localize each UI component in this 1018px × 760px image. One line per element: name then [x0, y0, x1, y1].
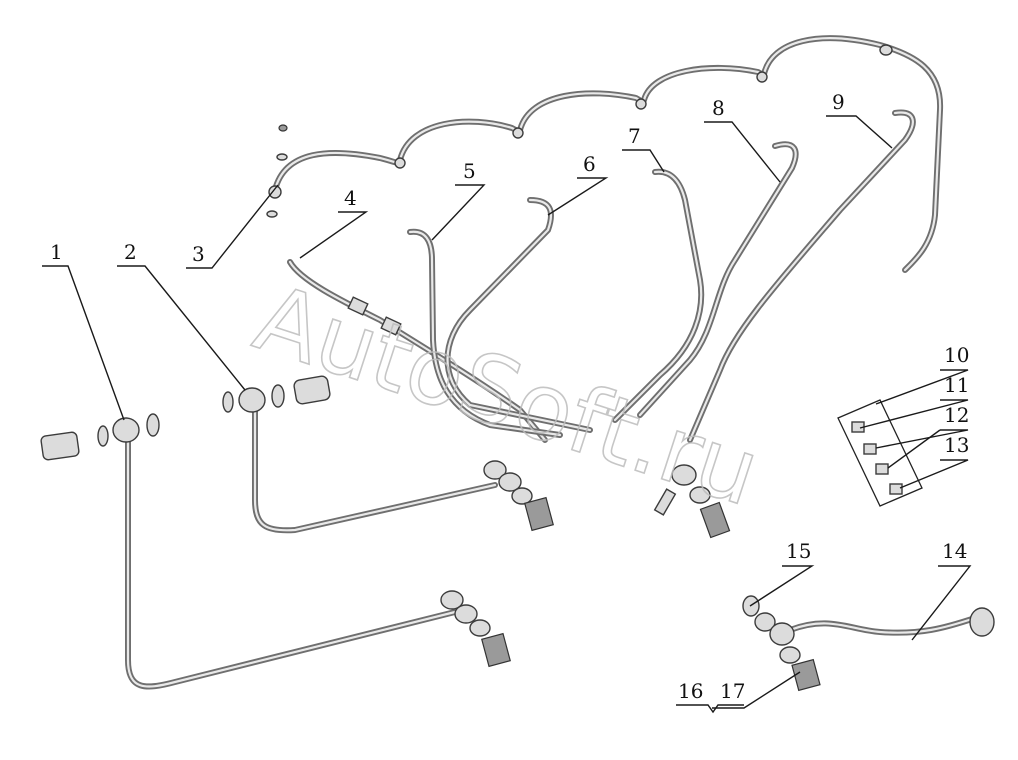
injector-tube-4	[287, 259, 548, 443]
callout-2: 2	[124, 240, 137, 264]
return-line-tube	[266, 35, 944, 273]
callout-7: 7	[628, 124, 641, 148]
callout-11: 11	[944, 373, 969, 397]
fuel-tube-1	[40, 413, 511, 690]
leader-lines	[42, 115, 972, 714]
callout-5: 5	[463, 159, 476, 183]
callout-17: 17	[720, 679, 745, 703]
fuel-tube-2	[222, 375, 554, 534]
callout-10: 10	[944, 343, 969, 367]
callout-3: 3	[192, 242, 205, 266]
injector-tube-9	[687, 109, 916, 443]
callout-9: 9	[832, 90, 845, 114]
callout-16: 16	[678, 679, 703, 703]
callout-14: 14	[942, 539, 967, 563]
injector-tube-7	[612, 168, 705, 423]
callout-6: 6	[583, 152, 596, 176]
injector-tube-5	[407, 228, 563, 438]
drain-tube-14	[742, 595, 995, 692]
callout-15: 15	[786, 539, 811, 563]
clamp-plate-10	[837, 399, 923, 507]
callout-4: 4	[344, 186, 357, 210]
callout-13: 13	[944, 433, 969, 457]
injector-tube-8	[637, 141, 799, 418]
banjo-fitting-tube-9	[653, 464, 731, 539]
callout-8: 8	[712, 96, 725, 120]
callout-1: 1	[50, 240, 63, 264]
injector-tube-6	[444, 197, 593, 433]
callout-labels: 1 2 3 4 5 6 7 8 9 10 11 12 13 14 15 16 1…	[50, 90, 969, 703]
callout-12: 12	[944, 403, 969, 427]
